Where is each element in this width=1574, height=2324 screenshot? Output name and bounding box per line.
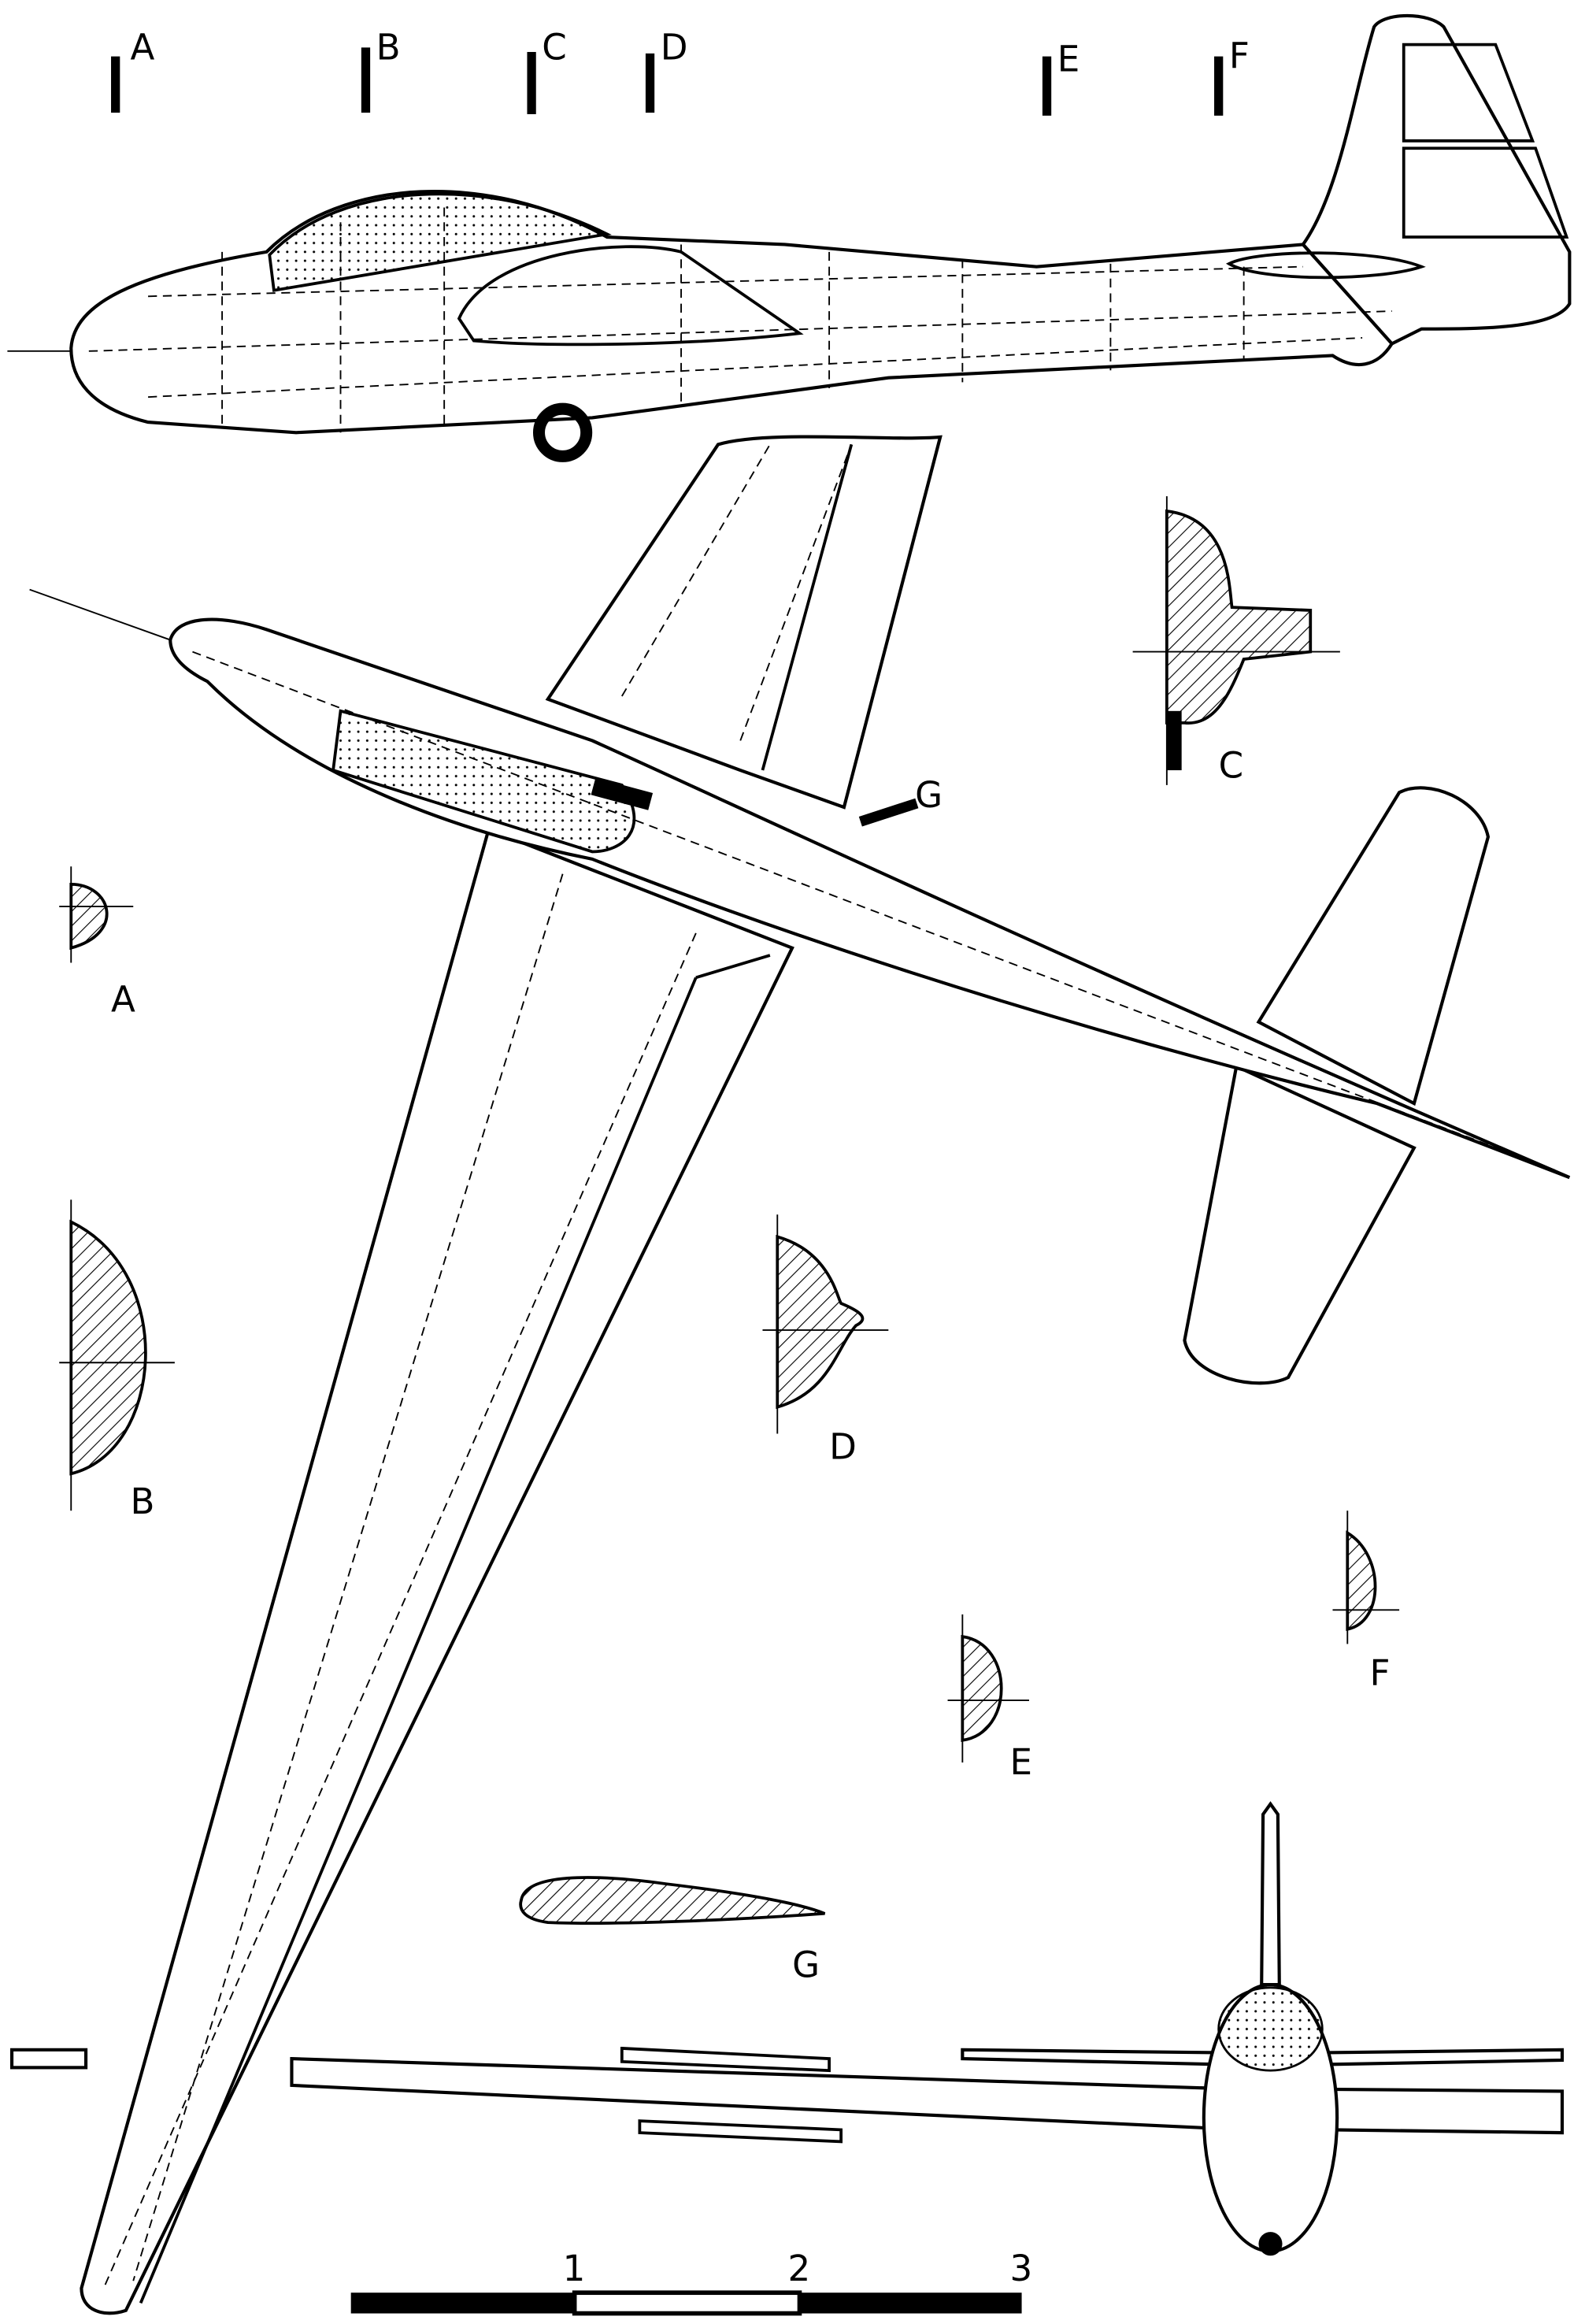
- top-wing-upper: [545, 435, 943, 810]
- section-g-label: G: [792, 1944, 820, 1986]
- front-canopy: [1217, 1986, 1324, 2072]
- side-fin-rudder: [1301, 13, 1572, 347]
- section-e-label: E: [1010, 1741, 1033, 1783]
- scale-tick-3: 3: [1010, 2248, 1033, 2289]
- cross-sections: A B C D E F G: [59, 496, 1400, 1986]
- section-markers: A B C D E F: [111, 26, 1250, 116]
- front-wing: [290, 2056, 1565, 2135]
- landing-wheel: [532, 402, 593, 462]
- section-marker-b: [361, 47, 371, 113]
- section-d: [776, 1234, 865, 1410]
- scale-tick-1: 1: [563, 2248, 586, 2289]
- top-tailplane-upper: [1256, 786, 1491, 1106]
- section-c-label: C: [1219, 744, 1244, 786]
- top-airbrake: [591, 777, 654, 810]
- front-airbrakes: [620, 2046, 843, 2144]
- top-view: G: [29, 435, 1571, 2315]
- section-b: [69, 1219, 147, 1476]
- section-marker-f: [1214, 56, 1224, 116]
- section-e: [961, 1634, 1003, 1742]
- section-marker-e: [1042, 56, 1052, 116]
- section-b-label: B: [130, 1481, 154, 1522]
- side-wing-root-fairing: [457, 245, 804, 347]
- top-tailplane-lower: [1183, 1064, 1417, 1385]
- rudder-ribs: [1402, 43, 1569, 239]
- aileron-segments: [139, 954, 771, 2304]
- section-d-label: D: [829, 1425, 857, 1467]
- section-marker-a-label: A: [130, 26, 154, 68]
- top-wing-lower: [80, 827, 794, 2315]
- side-view: [7, 13, 1572, 462]
- scale-tick-2: 2: [787, 2248, 810, 2289]
- scale-bar: 1 2 3: [350, 2248, 1033, 2316]
- section-marker-b-label: B: [376, 26, 401, 68]
- section-g-airfoil: [519, 1876, 826, 1925]
- front-fin: [1260, 1801, 1281, 1987]
- section-f: [1346, 1530, 1377, 1632]
- wing-tip-fragment: [9, 2048, 88, 2070]
- section-marker-c: [527, 51, 536, 114]
- section-c-skid: [1166, 710, 1182, 771]
- side-fuselage: [69, 190, 1394, 435]
- section-marker-a: [111, 56, 120, 113]
- wing-section-marker-g: [858, 798, 919, 827]
- section-marker-d-label: D: [661, 26, 688, 68]
- flap-segments-upper: [761, 443, 854, 771]
- section-a: [69, 882, 109, 951]
- section-f-label: F: [1369, 1652, 1390, 1694]
- front-skid: [1258, 2232, 1283, 2256]
- section-marker-e-label: E: [1057, 38, 1080, 80]
- side-canopy: [268, 192, 613, 292]
- section-marker-d: [645, 53, 655, 113]
- section-c: [1165, 509, 1313, 725]
- front-view: [9, 1801, 1565, 2256]
- section-a-label: A: [111, 979, 135, 1021]
- wing-section-marker-g-label: G: [915, 774, 943, 816]
- section-marker-c-label: C: [542, 26, 567, 68]
- section-marker-f-label: F: [1229, 35, 1250, 77]
